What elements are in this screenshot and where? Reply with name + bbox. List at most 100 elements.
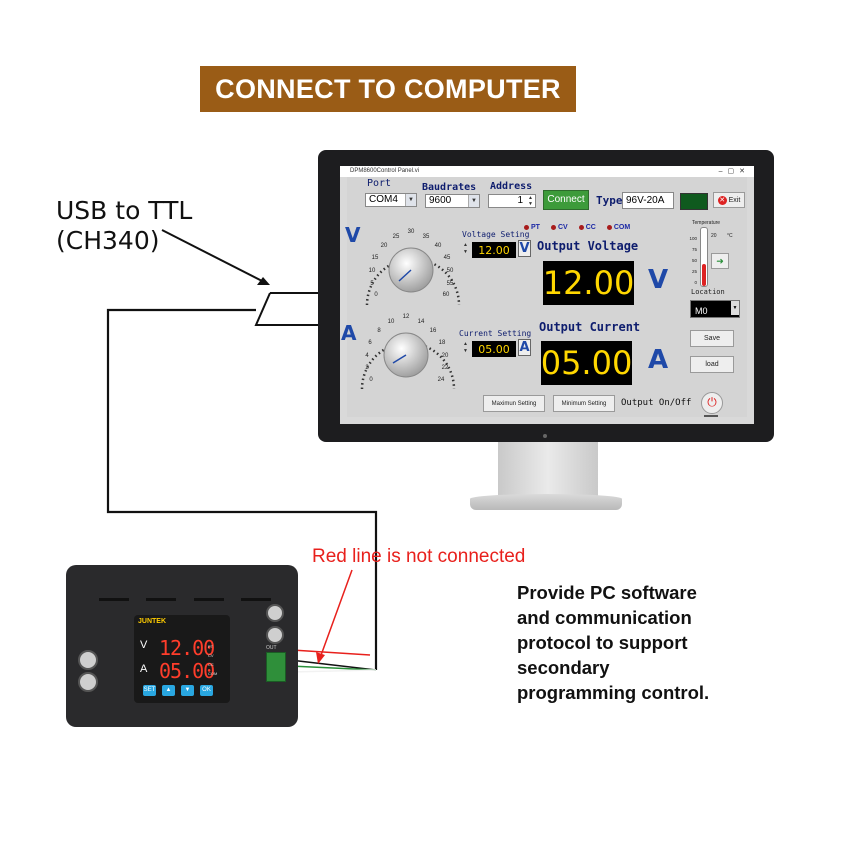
temperature-label: Temperature — [692, 220, 721, 226]
usb-cable — [106, 308, 378, 670]
software-window: DPM8600Control Panel.vi –▢✕ Port COM4 ▼ … — [340, 166, 754, 424]
address-stepper[interactable]: ▲▼ — [528, 195, 533, 207]
current-knob-ticks: 0 2 4 6 8 10 12 14 16 18 20 22 24 — [365, 314, 449, 383]
status-indicator — [680, 193, 708, 210]
temperature-scale-right: 20 — [711, 233, 717, 239]
ck-tick-2: 4 — [365, 353, 369, 359]
terminal-screw-left-bottom — [78, 672, 98, 692]
usb-arrow-line — [161, 229, 267, 284]
device-brand: JUNTEK — [138, 618, 167, 625]
thermometer-icon — [700, 227, 708, 287]
port-select[interactable]: COM4 ▼ — [365, 193, 417, 207]
save-button[interactable]: Save — [690, 330, 734, 347]
ck-tick-4: 8 — [377, 328, 381, 334]
type-label: Type — [596, 194, 623, 207]
vk-tick-1: 5 — [370, 281, 374, 287]
ck-tick-9: 18 — [439, 340, 446, 346]
red-line-note: Red line is not connected — [312, 546, 526, 567]
ck-tick-8: 16 — [430, 328, 437, 334]
exit-label: Exit — [728, 197, 741, 204]
power-icon[interactable]: ⏻ — [701, 392, 723, 414]
output-voltage-label: Output Voltage — [537, 239, 639, 253]
wire-black — [289, 659, 377, 671]
com-indicator-label: COM — [613, 224, 631, 231]
exit-button[interactable]: ✕ Exit — [713, 192, 745, 208]
usb-plug-bottom — [254, 292, 318, 326]
ck-tick-1: 2 — [365, 365, 369, 371]
address-value: 1 — [517, 195, 523, 206]
device-voltage-display: 12.00 — [159, 636, 215, 660]
window-controls[interactable]: –▢✕ — [718, 168, 750, 175]
vk-tick-9: 45 — [444, 255, 451, 261]
ck-tick-0: 0 — [369, 377, 373, 383]
output-current-display: 05.00 — [541, 341, 632, 385]
maximum-setting-button[interactable]: Maximun Setting — [483, 395, 545, 412]
voltage-unit-icon: V — [518, 240, 531, 257]
device-vents — [90, 595, 280, 609]
description-line: Provide PC software — [517, 582, 697, 603]
device-current-display: 05.00 — [159, 659, 215, 683]
ck-tick-6: 12 — [403, 314, 410, 320]
device-set-button[interactable]: SET — [143, 685, 156, 696]
description-text: Provide PC software and communication pr… — [517, 580, 777, 705]
wire-white — [289, 669, 377, 673]
voltage-knob[interactable]: 0 5 10 15 20 25 30 35 40 45 50 55 60 — [359, 219, 469, 307]
usb-arrow-head — [257, 277, 270, 285]
device-out-label: OUT — [266, 645, 277, 651]
voltage-setting-stepper[interactable]: ▲▼ — [463, 242, 468, 255]
wire-green — [289, 665, 377, 671]
device-front-panel: JUNTEK V A 12.00 05.00 PT CV CC COM SET … — [134, 615, 230, 703]
connect-button[interactable]: Connect — [543, 190, 589, 210]
load-button[interactable]: load — [690, 356, 734, 373]
output-voltage-unit: V — [648, 265, 669, 295]
output-current-label: Output Current — [539, 320, 641, 334]
terminal-screw-right-bottom — [266, 626, 284, 644]
location-value: M0 — [695, 306, 708, 316]
baud-value: 9600 — [429, 195, 452, 206]
output-onoff-label: Output On/Off — [621, 398, 692, 408]
current-setting-stepper[interactable]: ▲▼ — [463, 341, 468, 354]
current-unit-icon: A — [518, 339, 531, 356]
cv-indicator-label: CV — [557, 224, 568, 231]
device-ok-button[interactable]: OK — [200, 685, 213, 696]
description-line: programming control. — [517, 682, 710, 703]
ck-tick-3: 6 — [368, 340, 372, 346]
port-label: Port — [367, 178, 392, 189]
description-line: protocol to support — [517, 632, 688, 653]
device-v-letter: V — [140, 639, 148, 651]
vk-tick-6: 30 — [408, 229, 415, 235]
current-knob[interactable]: 0 2 4 6 8 10 12 14 16 18 20 22 24 — [353, 303, 465, 393]
type-display: 96V-20A — [622, 192, 674, 209]
close-icon: ✕ — [717, 195, 727, 205]
device-up-button[interactable]: ▲ — [162, 685, 175, 696]
ck-tick-7: 14 — [418, 319, 425, 325]
page-title-banner: CONNECT TO COMPUTER — [200, 66, 576, 112]
location-select[interactable]: M0 ▼ — [690, 300, 740, 318]
refresh-icon[interactable]: ➜ — [711, 253, 729, 269]
cv-led-icon — [550, 225, 556, 230]
monitor-stand-base — [470, 494, 622, 510]
minimum-setting-button[interactable]: Minimum Setting — [553, 395, 615, 412]
current-setting-label: Current Setting — [459, 329, 532, 338]
description-line: and communication — [517, 607, 692, 628]
device-down-button[interactable]: ▼ — [181, 685, 194, 696]
baud-select[interactable]: 9600 ▼ — [425, 194, 480, 208]
vk-tick-8: 40 — [435, 243, 442, 249]
vk-tick-5: 25 — [393, 234, 400, 240]
temperature-unit: °C — [727, 233, 733, 239]
current-letter: A — [341, 321, 357, 345]
com-led-icon — [606, 225, 612, 230]
device-a-letter: A — [140, 663, 148, 675]
ck-tick-10: 20 — [442, 353, 449, 359]
pt-led-icon — [524, 225, 529, 230]
voltage-setting-input[interactable]: 12.00 — [472, 242, 516, 258]
current-setting-input[interactable]: 05.00 — [472, 341, 516, 357]
control-panel: Port COM4 ▼ Baudrates 9600 ▼ Address 1 ▲… — [341, 177, 747, 417]
vk-tick-4: 20 — [381, 243, 388, 249]
window-title: DPM8600Control Panel.vi — [350, 168, 420, 174]
monitor-stand-neck — [498, 442, 598, 498]
description-line: secondary — [517, 657, 610, 678]
cc-led-icon — [578, 225, 584, 230]
address-input[interactable]: 1 — [488, 194, 536, 208]
